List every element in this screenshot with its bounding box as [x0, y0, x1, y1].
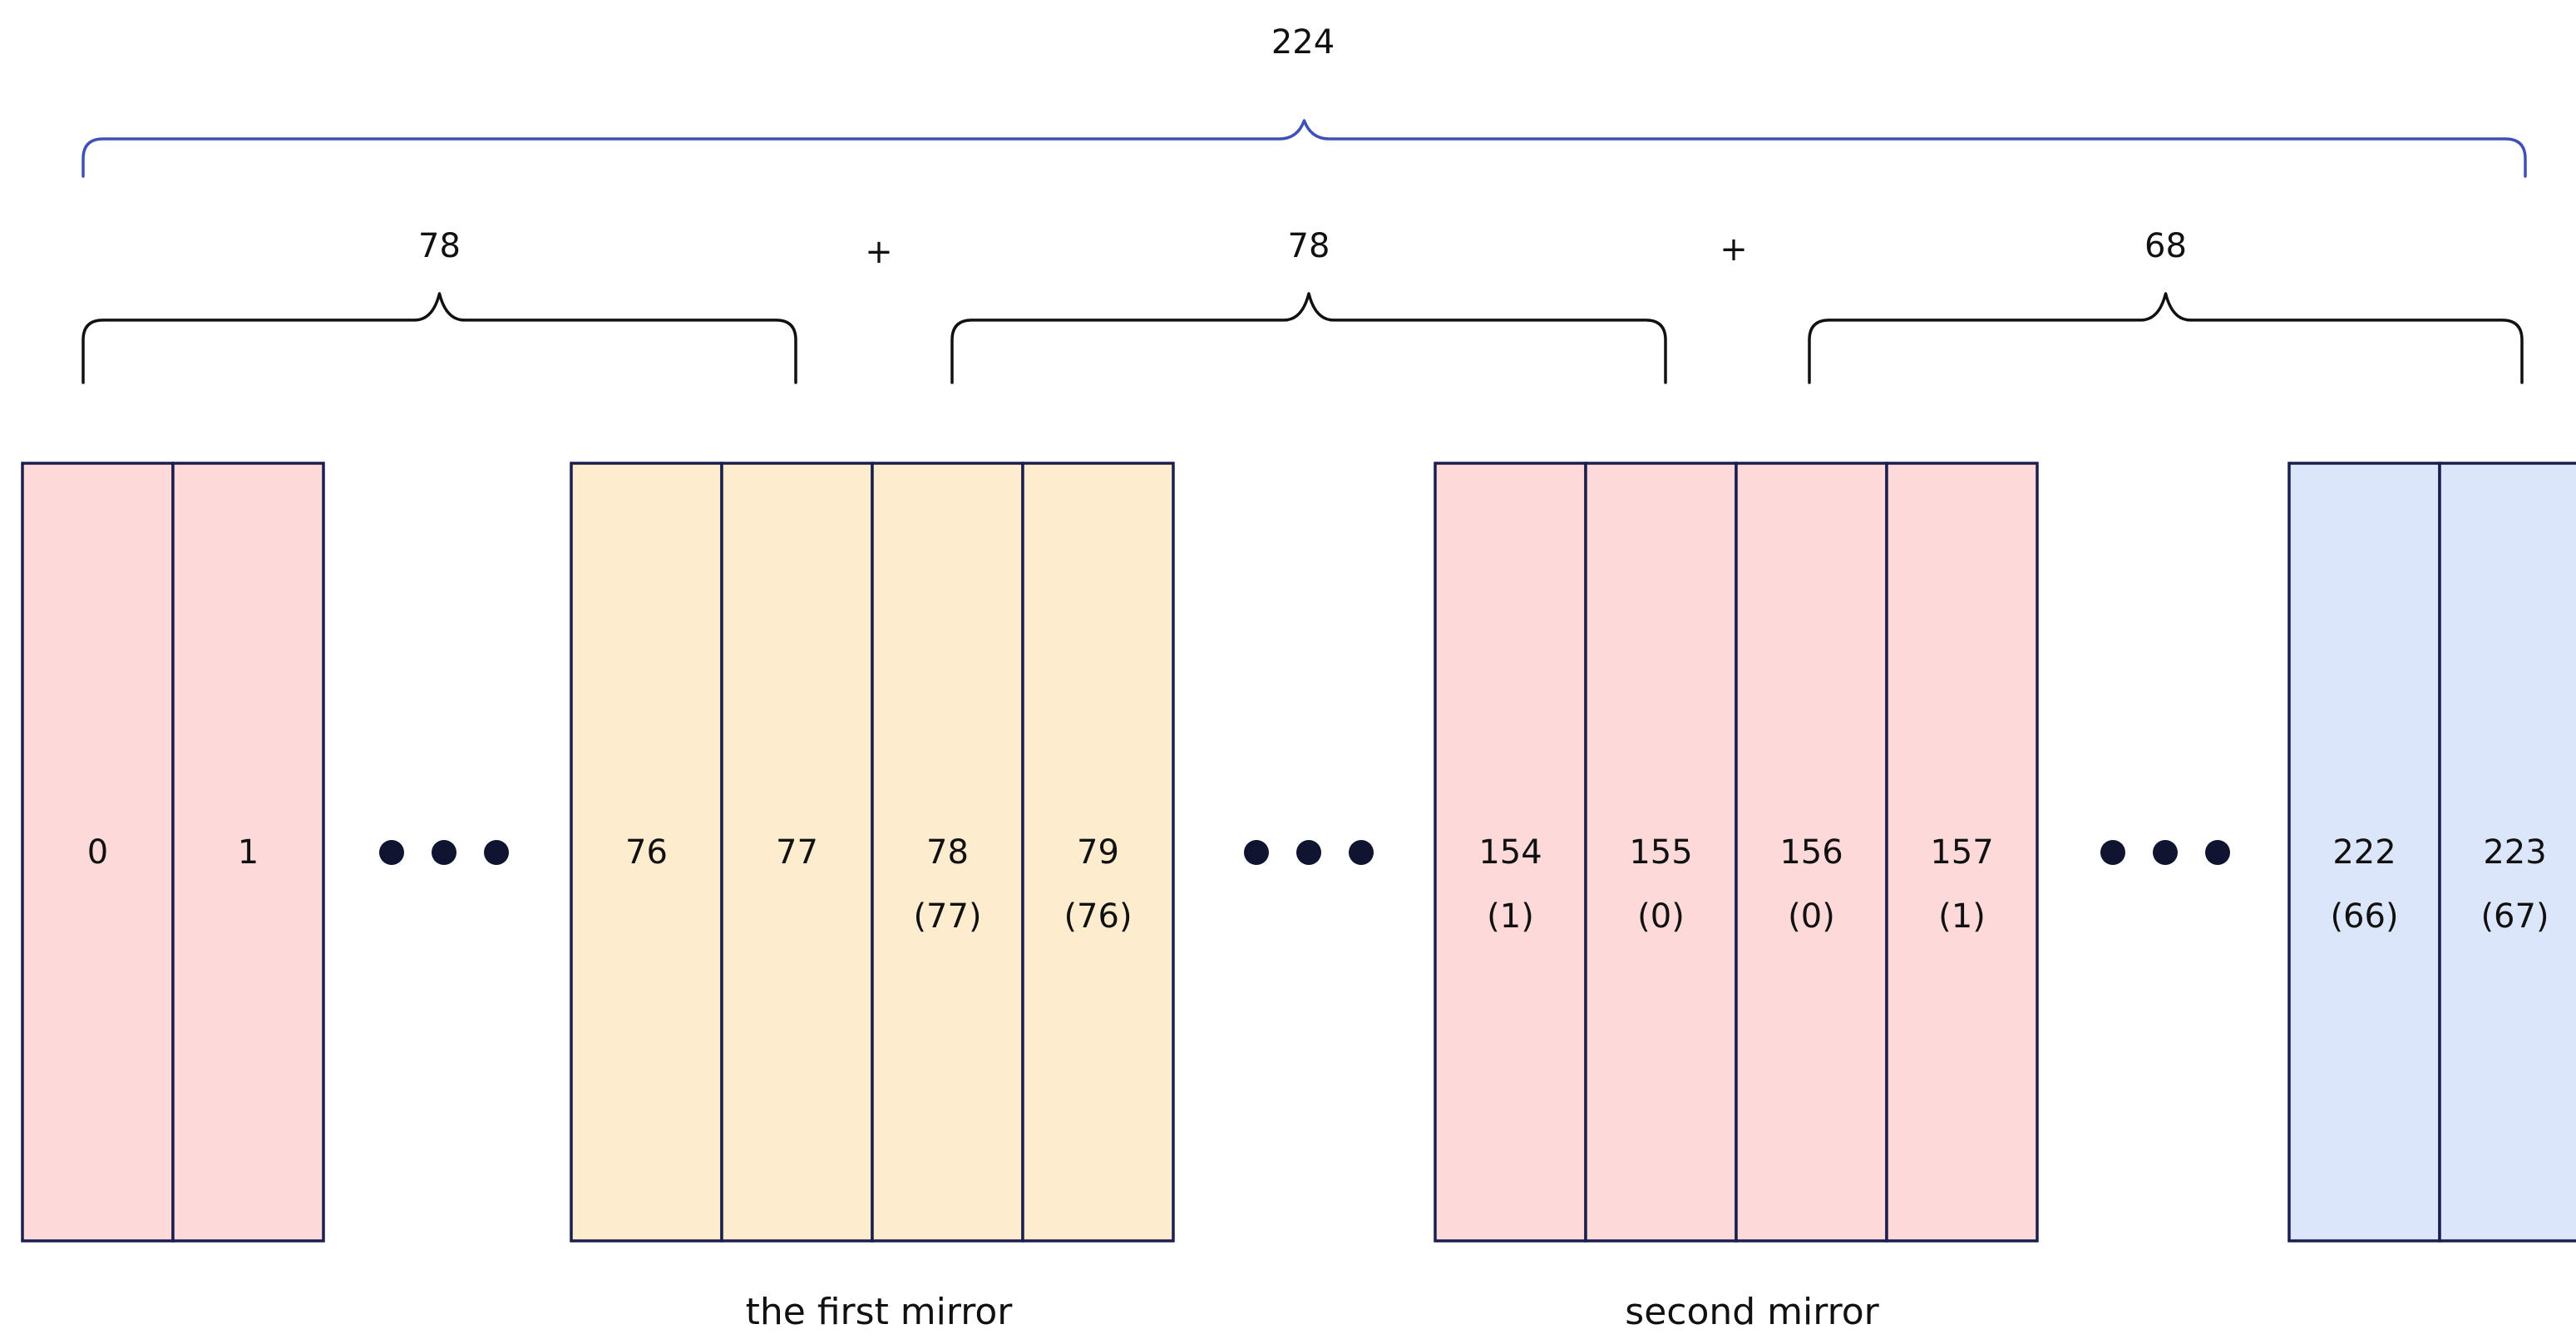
cell-mirror-label: (66)	[2330, 897, 2398, 936]
segment-count-label: 78	[1288, 227, 1330, 265]
index-cell	[21, 462, 175, 1243]
cell-mirror-label: (1)	[1938, 897, 1986, 936]
index-cell	[720, 462, 874, 1243]
ellipsis-dots	[379, 840, 509, 865]
ellipses-group	[379, 840, 2230, 865]
ellipsis-dot	[484, 840, 509, 865]
segment-count-label: 68	[2144, 227, 2187, 265]
plus-sign: +	[1720, 230, 1748, 269]
index-cell	[1885, 462, 2039, 1243]
plus-sign: +	[865, 233, 893, 271]
segment-brace-third	[1808, 292, 2524, 384]
ellipsis-dot	[1296, 840, 1321, 865]
cell-index-label: 157	[1930, 833, 1993, 872]
first-mirror-label: the first mirror	[746, 1291, 1014, 1333]
second-mirror-label: second mirror	[1625, 1291, 1879, 1333]
ellipsis-dot	[1349, 840, 1374, 865]
ellipsis-dot	[2205, 840, 2230, 865]
index-cell	[1584, 462, 1738, 1243]
cell-blocks: 0 1 76 77 78 (77) 79 (76) 154 (1) 155 (0) 156 (0) 157 (…	[21, 462, 2576, 1243]
cell-index-label: 222	[2332, 833, 2396, 872]
segment-count-label: 78	[418, 227, 461, 265]
cell-index-label: 155	[1629, 833, 1692, 872]
ellipsis-dot	[2100, 840, 2125, 865]
index-cell	[171, 462, 325, 1243]
index-cell	[871, 462, 1024, 1243]
cell-mirror-label: (67)	[2480, 897, 2549, 936]
cell-mirror-label: (0)	[1637, 897, 1685, 936]
index-cell	[2438, 462, 2576, 1243]
ellipsis-dot	[1244, 840, 1269, 865]
index-cell	[1021, 462, 1175, 1243]
cell-index-label: 0	[87, 833, 108, 872]
cell-mirror-label: (77)	[913, 897, 981, 936]
cell-mirror-label: (0)	[1788, 897, 1835, 936]
total-brace	[81, 119, 2527, 178]
cell-mirror-label: (1)	[1487, 897, 1534, 936]
cell-index-label: 76	[625, 833, 668, 872]
cell-mirror-label: (76)	[1063, 897, 1132, 936]
index-cell	[1434, 462, 1587, 1243]
cell-index-label: 77	[776, 833, 818, 872]
index-cell	[1735, 462, 1888, 1243]
ellipsis-dots	[2100, 840, 2230, 865]
ellipsis-dots	[1244, 840, 1374, 865]
cell-index-label: 1	[238, 833, 259, 872]
cell-index-label: 223	[2483, 833, 2546, 872]
ellipsis-dot	[2153, 840, 2178, 865]
ellipsis-dot	[379, 840, 404, 865]
cell-index-label: 79	[1077, 833, 1119, 872]
segment-brace-first	[81, 292, 797, 384]
total-count-label: 224	[1271, 23, 1335, 62]
cell-index-label: 156	[1779, 833, 1843, 872]
segment-brace-second	[950, 292, 1667, 384]
cell-index-label: 78	[926, 833, 969, 872]
cell-index-label: 154	[1478, 833, 1542, 872]
ellipsis-dot	[432, 840, 456, 865]
